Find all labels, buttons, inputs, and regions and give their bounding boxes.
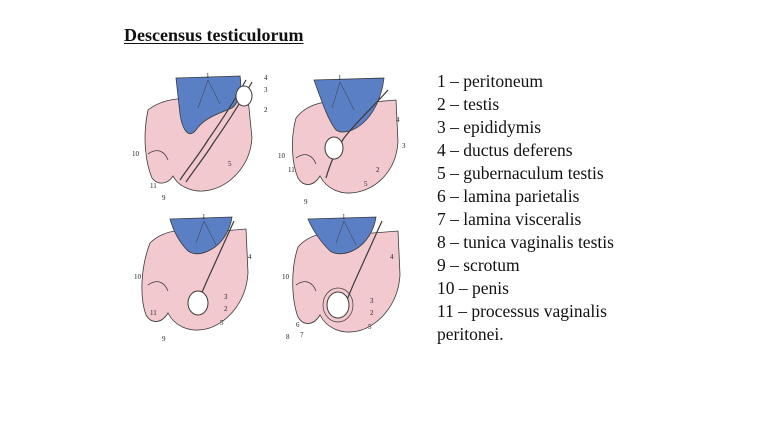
panel-1-label-1: 1 <box>206 72 210 80</box>
panel-4-label-4: 4 <box>390 253 394 261</box>
panel-3-peritoneum <box>169 216 233 255</box>
panel-1-label-11: 11 <box>150 182 157 190</box>
panel-4-label-3: 3 <box>370 297 374 305</box>
legend-item: 5 – gubernaculum testis <box>437 163 604 183</box>
panel-4-peritoneum <box>307 216 377 255</box>
legend-item: 4 – ductus deferens <box>437 140 573 160</box>
descensus-illustration: 1 4 3 2 10 5 11 9 1 4 3 10 11 2 5 9 <box>128 68 412 354</box>
legend-item: 1 – peritoneum <box>437 71 543 91</box>
legend-item: peritonei. <box>437 324 504 344</box>
panel-2-label-10: 10 <box>278 152 286 160</box>
panel-1-testis <box>235 85 253 107</box>
panel-3-label-5: 5 <box>220 319 224 327</box>
panel-3-label-9: 9 <box>162 335 166 343</box>
panel-4-testis <box>326 291 350 319</box>
panel-2-label-5: 5 <box>364 180 368 188</box>
panel-2-label-2: 2 <box>376 166 380 174</box>
legend-item: 8 – tunica vaginalis testis <box>437 232 614 252</box>
panel-4-label-5: 5 <box>368 323 372 331</box>
legend-item: 7 – lamina visceralis <box>437 209 582 229</box>
panel-3-label-2: 2 <box>224 305 228 313</box>
panel-1-label-2: 2 <box>264 106 268 114</box>
panel-3: 1 4 10 11 3 2 5 9 <box>134 213 252 343</box>
legend-item: 3 – epididymis <box>437 117 542 137</box>
panel-1-label-3: 3 <box>264 86 268 94</box>
panel-4-label-8: 8 <box>286 333 290 341</box>
panel-4-label-10: 10 <box>282 273 290 281</box>
panel-3-label-1: 1 <box>202 213 206 221</box>
panel-4-label-1: 1 <box>342 213 346 221</box>
panel-2-label-3: 3 <box>402 142 406 150</box>
panel-1: 1 4 3 2 10 5 11 9 <box>132 72 268 202</box>
panel-1-label-5: 5 <box>228 160 232 168</box>
panel-1-label-4: 4 <box>264 74 268 82</box>
legend-list: 1 – peritoneum 2 – testis 3 – epididymis… <box>437 70 614 346</box>
illustration-svg: 1 4 3 2 10 5 11 9 1 4 3 10 11 2 5 9 <box>132 72 406 343</box>
panel-3-label-10: 10 <box>134 273 142 281</box>
legend-item: 2 – testis <box>437 94 500 114</box>
panel-3-label-11: 11 <box>150 309 157 317</box>
panel-4: 1 4 10 3 2 5 6 7 8 <box>282 213 401 341</box>
panel-3-label-4: 4 <box>248 253 252 261</box>
panel-4-label-2: 2 <box>370 309 374 317</box>
panel-2-canal <box>325 89 389 179</box>
panel-2-label-4: 4 <box>396 116 400 124</box>
panel-2-label-1: 1 <box>338 74 342 82</box>
panel-2: 1 4 3 10 11 2 5 9 <box>278 74 406 206</box>
panel-1-label-10: 10 <box>132 150 140 158</box>
legend-item: 6 – lamina parietalis <box>437 186 580 206</box>
panel-2-label-11: 11 <box>288 166 295 174</box>
panel-4-label-7: 7 <box>300 331 304 339</box>
panel-3-testis <box>187 290 209 316</box>
legend-item: 11 – processus vaginalis <box>437 301 607 321</box>
panel-1-label-9: 9 <box>162 194 166 202</box>
slide-title: Descensus testiculorum <box>124 25 304 45</box>
panel-2-testis <box>324 136 344 160</box>
legend-item: 10 – penis <box>437 278 509 298</box>
panel-3-label-3: 3 <box>224 293 228 301</box>
panel-2-label-9: 9 <box>304 198 308 206</box>
panel-4-label-6: 6 <box>296 321 300 329</box>
legend-item: 9 – scrotum <box>437 255 520 275</box>
